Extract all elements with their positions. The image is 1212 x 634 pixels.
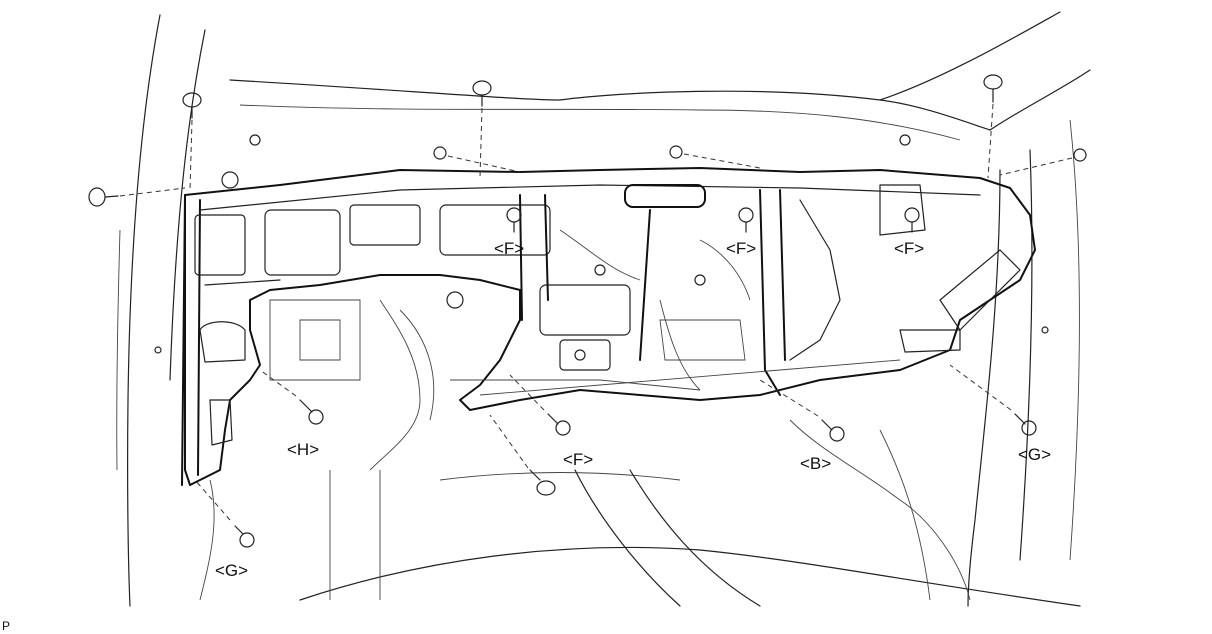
clip-icon-top-right xyxy=(983,74,1003,179)
reinforcement-assembly xyxy=(154,134,1049,486)
bolt-icon-h xyxy=(259,369,324,425)
bolt-icon-g-left xyxy=(194,479,255,548)
bolt-icon-f1 xyxy=(506,207,522,233)
bolt-icon-f3 xyxy=(904,207,920,233)
clip-icon-top-center xyxy=(472,80,492,179)
label-f-2: <F> xyxy=(726,239,756,258)
clip-icon-top-left xyxy=(182,92,202,191)
bolt-icon-g-right xyxy=(949,364,1037,436)
bolt-icon-f4 xyxy=(509,374,571,436)
bolt-icon-f2 xyxy=(738,207,754,233)
label-f-4: <F> xyxy=(563,450,593,469)
label-f-3: <F> xyxy=(894,239,924,258)
bolt-icon-b xyxy=(759,379,845,442)
bolt-icon-upper-2 xyxy=(669,145,761,169)
label-b: <B> xyxy=(800,454,831,473)
label-g-right: <G> xyxy=(1018,445,1051,464)
clip-icon-lower xyxy=(489,414,556,496)
label-g-left: <G> xyxy=(215,561,248,580)
vehicle-body-outline xyxy=(116,11,1091,607)
fasteners xyxy=(88,74,1087,548)
corner-mark: P xyxy=(2,619,10,633)
bolt-icon-upper-1 xyxy=(433,146,521,173)
label-h: <H> xyxy=(287,440,319,459)
callout-labels: <F> <F> <F> <F> <G> <G> <H> <B> P xyxy=(2,239,1051,633)
bolt-icon-upper-3 xyxy=(999,148,1087,176)
clip-icon-left-side xyxy=(88,187,186,207)
label-f-1: <F> xyxy=(494,239,524,258)
